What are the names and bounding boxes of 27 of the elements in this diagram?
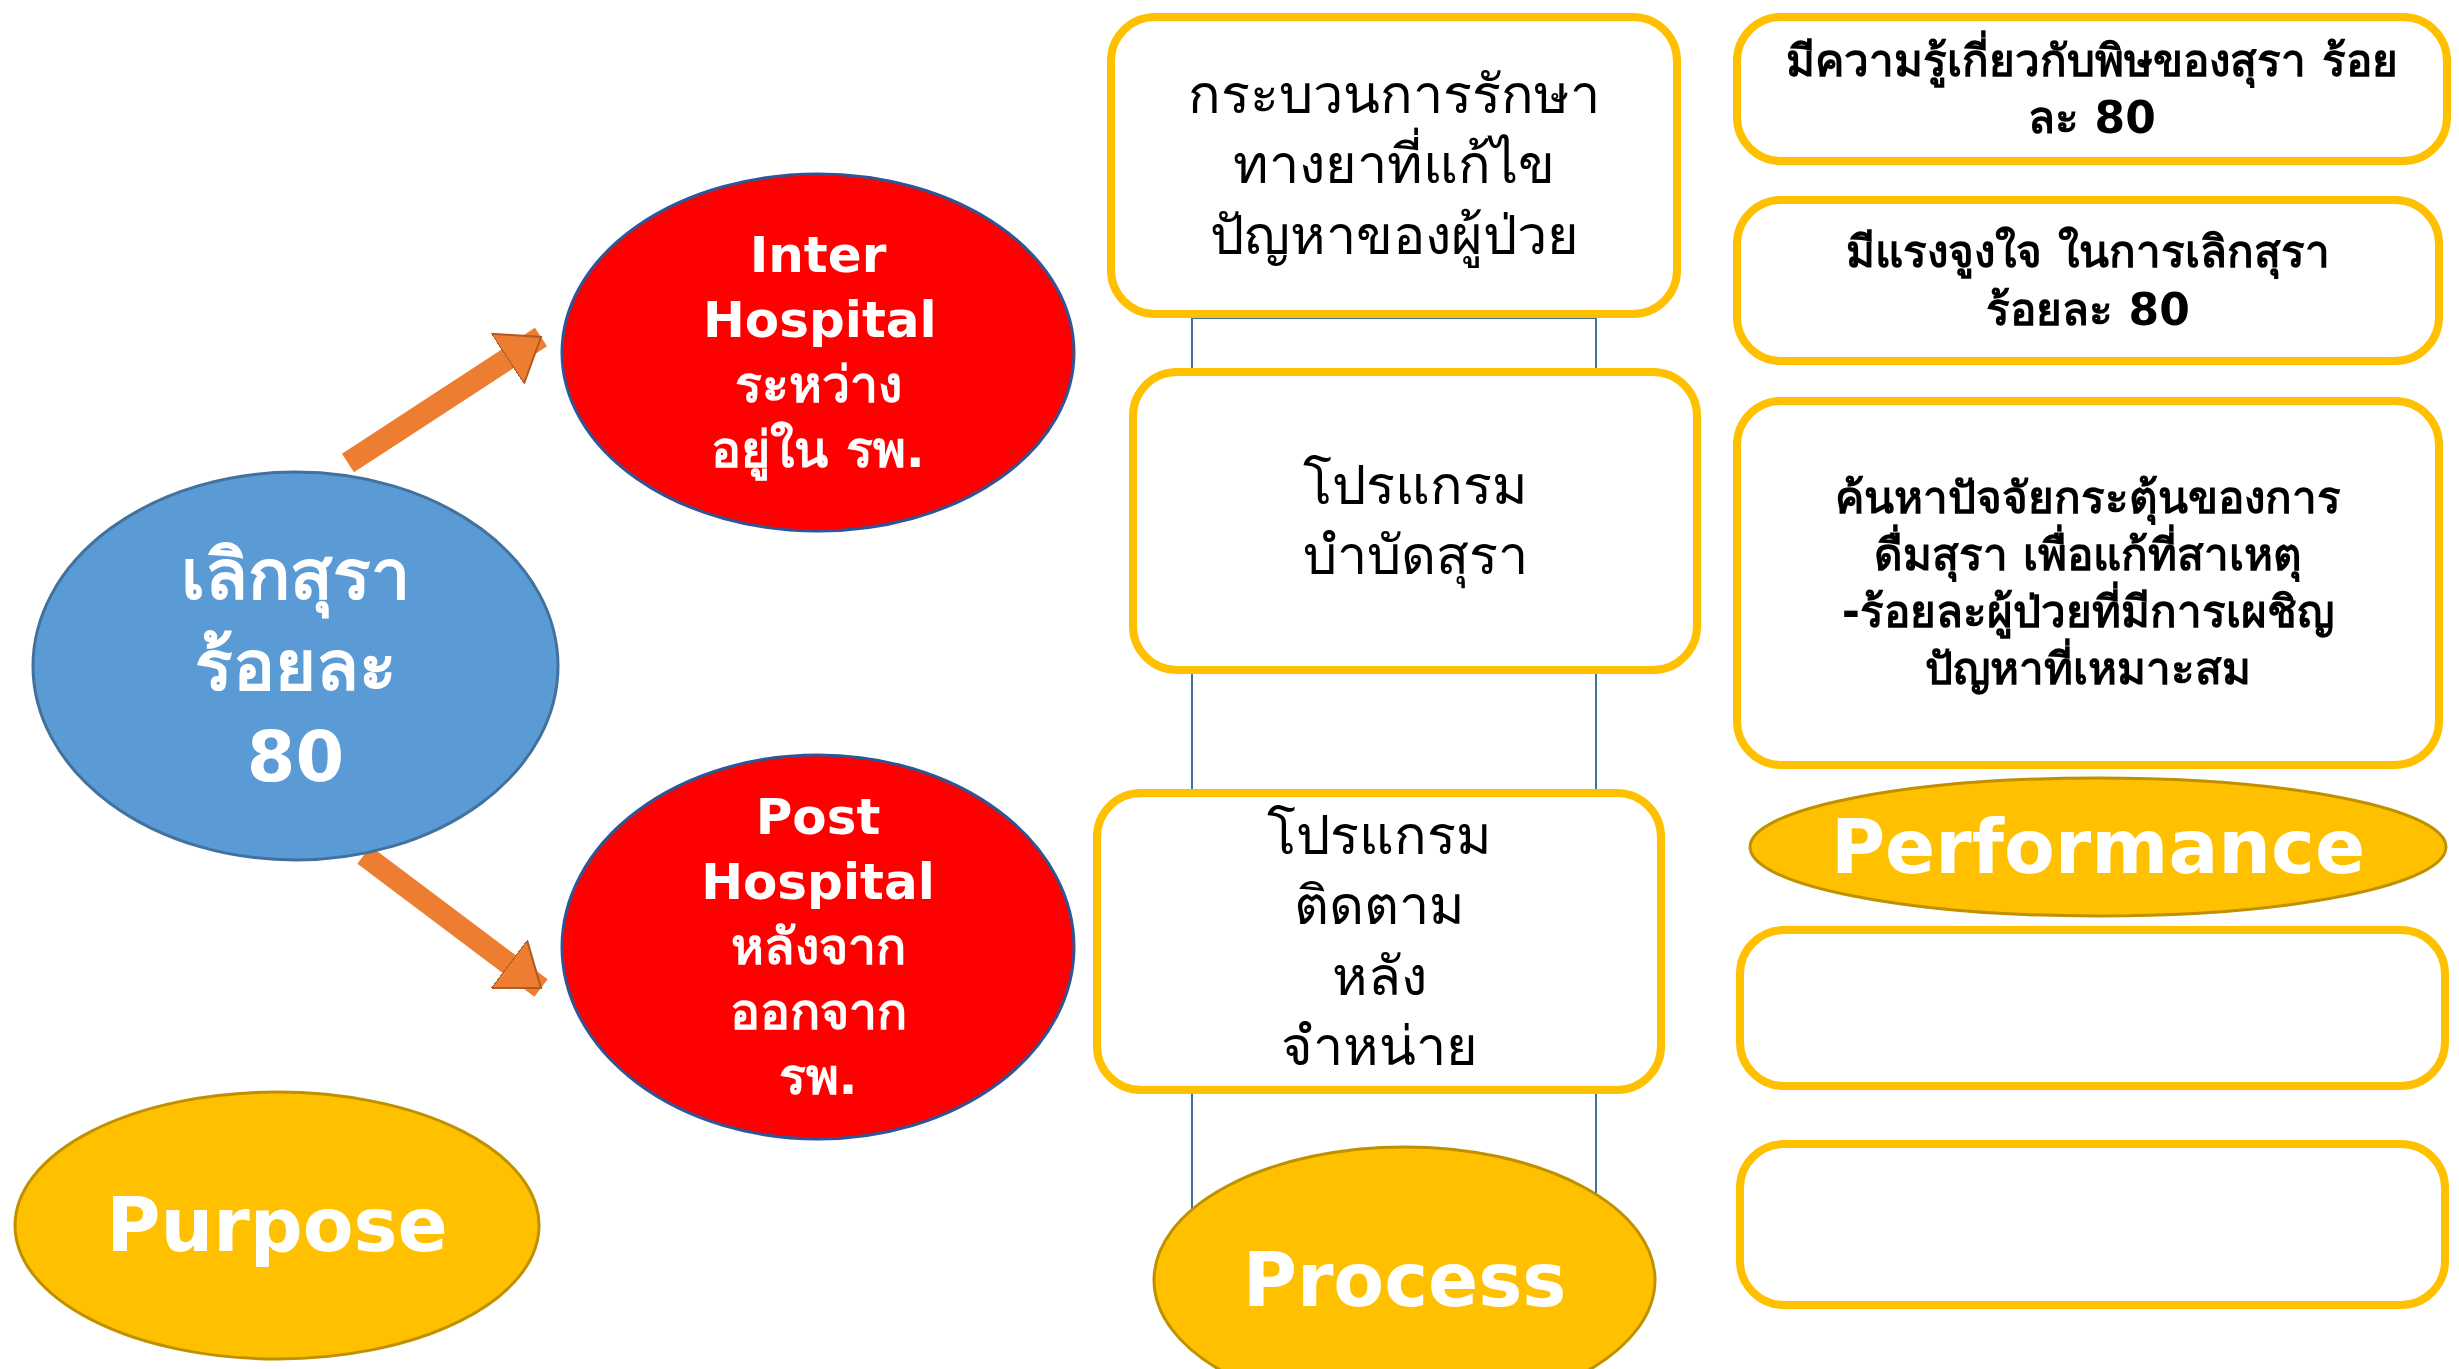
- node-label: Inter Hospital ระหว่าง อยู่ใน รพ.: [703, 224, 933, 483]
- ellipse: [13, 1090, 541, 1361]
- rounded-box: [1736, 1140, 2449, 1309]
- arrow: [342, 327, 547, 473]
- node-label: ค้นหาปัจจัยกระตุ้นของการดื่มสุรา เพื่อแก้ที่สาเหตุ: [1834, 470, 2342, 582]
- ellipse: [1748, 776, 2448, 918]
- node-label: Process: [1242, 1235, 1567, 1325]
- node-label: เลิกสุรา ร้อยละ 80: [180, 532, 411, 800]
- ellipse: [560, 172, 1076, 533]
- ellipse: [560, 753, 1076, 1141]
- rounded-box: [1129, 368, 1701, 674]
- node-label: โปรแกรมติดตามหลังจำหน่าย: [1265, 803, 1493, 1080]
- rounded-box: [1733, 196, 2443, 365]
- node-label: Post Hospital หลังจาก ออกจาก รพ.: [700, 786, 936, 1108]
- node-label: กระบวนการรักษาทางยาที่แก้ไขปัญหาของผู้ป่วย: [1187, 62, 1601, 270]
- node-label: Performance: [1830, 802, 2366, 892]
- node-label: โปรแกรมบำบัดสุรา: [1301, 452, 1529, 591]
- rounded-box: [1736, 926, 2449, 1090]
- node-label: -ร้อยละผู้ป่วยที่มีการเผชิญปัญหาที่เหมาะสม: [1828, 583, 2348, 698]
- rounded-box: [1107, 13, 1681, 318]
- node-label: มีแรงจูงใจ ในการเลิกสุรา ร้อยละ 80: [1845, 225, 2331, 337]
- node-label: มีความรู้เกี่ยวกับพิษของสุรา ร้อยละ 80: [1772, 31, 2412, 147]
- rounded-box: [1093, 789, 1665, 1094]
- rounded-box: [1733, 397, 2443, 769]
- node-label: Purpose: [106, 1181, 448, 1271]
- ellipse: [31, 470, 560, 862]
- rounded-box: [1733, 13, 2451, 165]
